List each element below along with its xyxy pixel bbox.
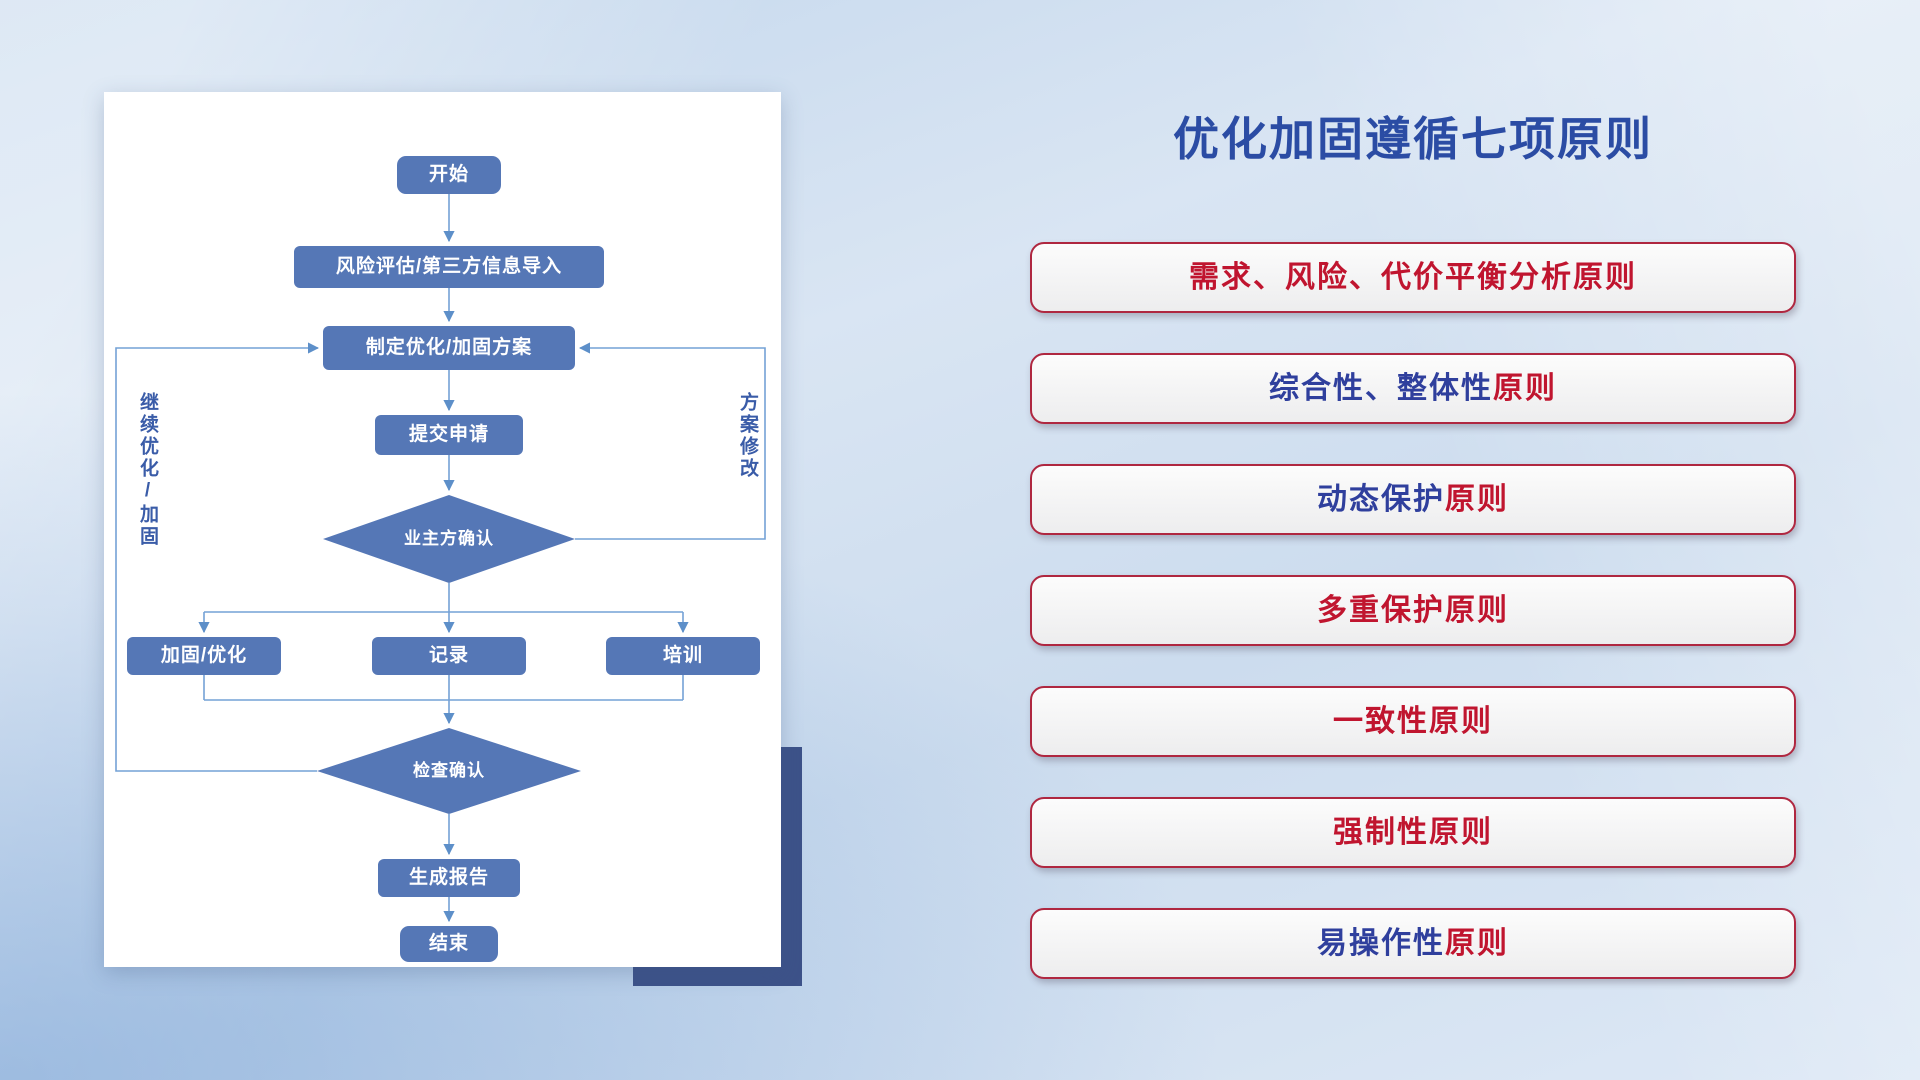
- flow-node-start: 开始: [397, 156, 501, 194]
- loop-label-continue-optimize: 继续优化/加固: [137, 392, 158, 548]
- flow-node-harden: 加固/优化: [127, 637, 281, 675]
- page-title: 优化加固遵循七项原则: [1173, 113, 1653, 165]
- principle-text: 易操作性原则: [1317, 926, 1509, 960]
- principle-text-segment: 需求、风险、代价平衡分析原则: [1189, 260, 1637, 294]
- flow-node-submit: 提交申请: [375, 415, 523, 455]
- flow-node-report: 生成报告: [378, 859, 520, 897]
- principle-text-segment: 一致性原则: [1333, 704, 1493, 738]
- principle-text: 多重保护原则: [1317, 593, 1509, 627]
- principle-text-segment: 综合性、整体性: [1269, 371, 1493, 405]
- principle-text-segment: 原则: [1445, 482, 1509, 516]
- principle-text: 综合性、整体性原则: [1269, 371, 1557, 405]
- principle-card-4: 多重保护原则: [1030, 575, 1796, 646]
- principle-text: 强制性原则: [1333, 815, 1493, 849]
- flowchart-panel: 开始 风险评估/第三方信息导入 制定优化/加固方案 提交申请 业主方确认 加固/…: [104, 92, 781, 967]
- flow-node-plan: 制定优化/加固方案: [323, 326, 575, 370]
- principle-card-6: 强制性原则: [1030, 797, 1796, 868]
- principle-text-segment: 强制性原则: [1333, 815, 1493, 849]
- principle-text: 一致性原则: [1333, 704, 1493, 738]
- loop-label-plan-revision: 方案修改: [737, 392, 758, 480]
- principle-card-3: 动态保护原则: [1030, 464, 1796, 535]
- flow-node-record: 记录: [372, 637, 526, 675]
- principle-text: 动态保护原则: [1317, 482, 1509, 516]
- principle-text-segment: 多重保护原则: [1317, 593, 1509, 627]
- flow-node-end: 结束: [400, 926, 498, 962]
- principle-text: 需求、风险、代价平衡分析原则: [1189, 260, 1637, 294]
- principle-card-5: 一致性原则: [1030, 686, 1796, 757]
- principle-card-1: 需求、风险、代价平衡分析原则: [1030, 242, 1796, 313]
- flow-node-training: 培训: [606, 637, 760, 675]
- principle-text-segment: 原则: [1493, 371, 1557, 405]
- flow-node-risk-import: 风险评估/第三方信息导入: [294, 246, 604, 288]
- principle-card-2: 综合性、整体性原则: [1030, 353, 1796, 424]
- principle-text-segment: 原则: [1445, 926, 1509, 960]
- principle-card-7: 易操作性原则: [1030, 908, 1796, 979]
- principle-text-segment: 动态保护: [1317, 482, 1445, 516]
- principles-list: 需求、风险、代价平衡分析原则 综合性、整体性原则 动态保护原则 多重保护原则 一…: [1030, 242, 1796, 979]
- flowchart-connectors: [115, 194, 766, 923]
- principle-text-segment: 易操作性: [1317, 926, 1445, 960]
